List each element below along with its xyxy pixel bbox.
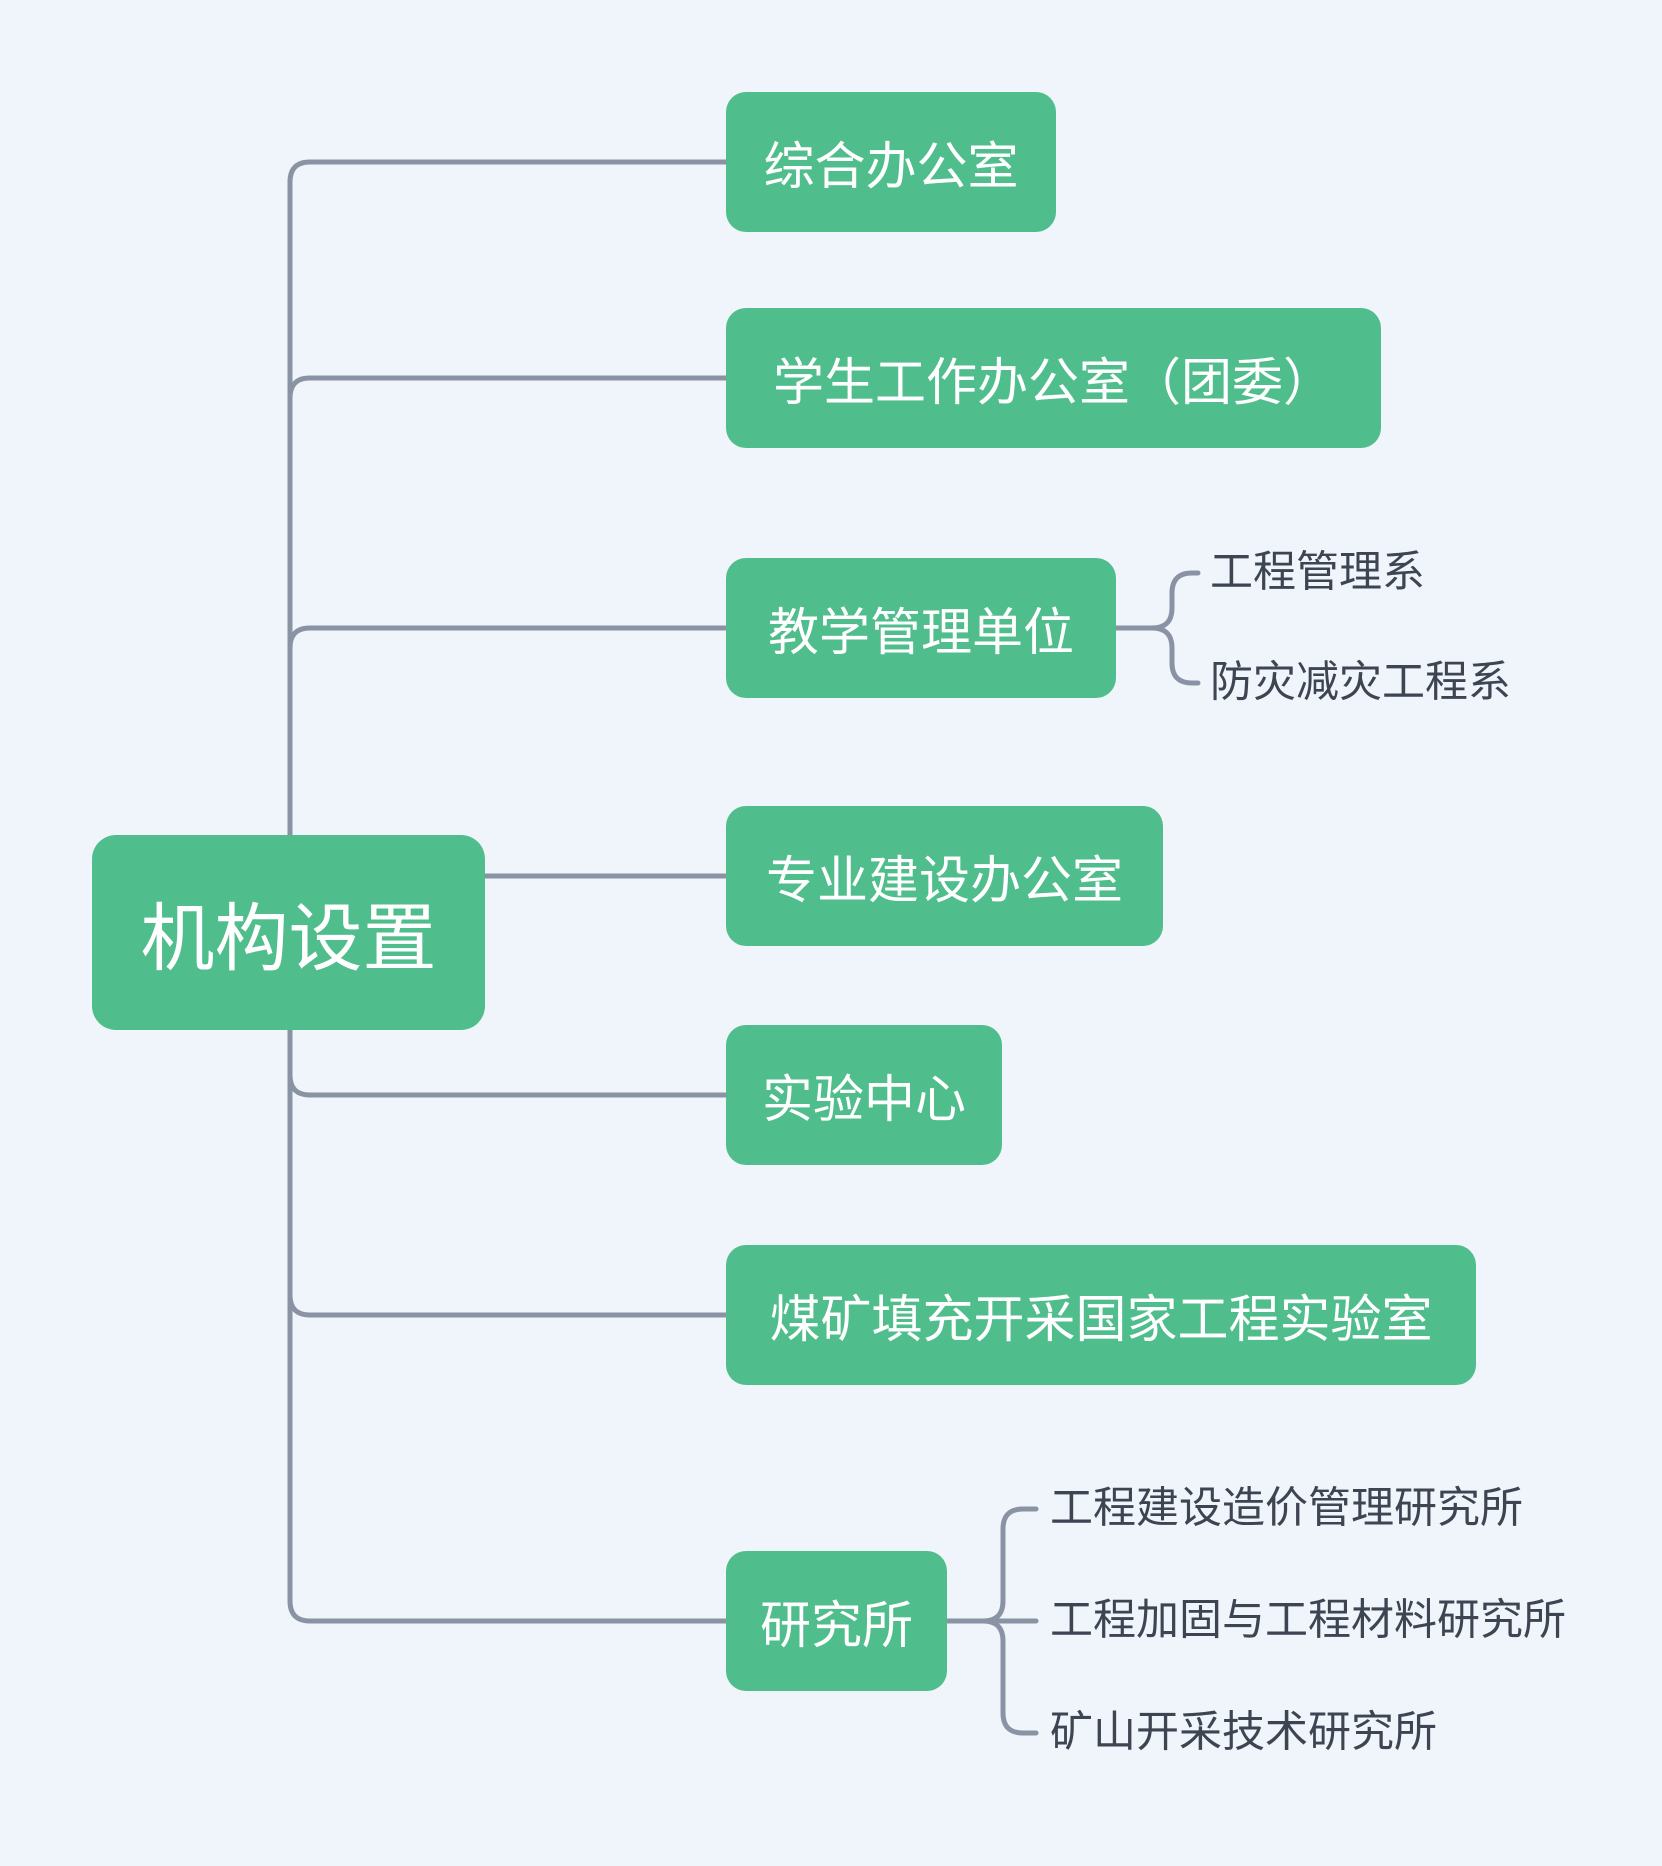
node-student-affairs-office-label: 学生工作办公室（团委） (772, 354, 1334, 411)
node-teaching-management-unit-label: 教学管理单位 (767, 604, 1074, 661)
node-coal-mine-backfill-mining-national-lab[interactable]: 煤矿填充开采国家工程实验室 (726, 1245, 1476, 1385)
subtopic-construction-cost-management-institute[interactable]: 工程建设造价管理研究所 (1050, 1484, 1523, 1533)
node-coal-mine-backfill-mining-national-lab-label: 煤矿填充开采国家工程实验室 (769, 1291, 1433, 1348)
connector-root-to-general-office (287, 159, 729, 838)
node-experiment-center-label: 实验中心 (761, 1071, 966, 1128)
connector-root-to-research-institutes (287, 1027, 729, 1624)
subtopic-engineering-management-dept[interactable]: 工程管理系 (1210, 548, 1425, 597)
root-node-label: 机构设置 (140, 897, 437, 980)
node-research-institutes-label: 研究所 (759, 1597, 913, 1654)
subtopic-disaster-prevention-engineering-dept[interactable]: 防灾减灾工程系 (1210, 658, 1511, 707)
node-major-construction-office[interactable]: 专业建设办公室 (726, 806, 1163, 946)
connector-teaching-to-disaster-prevention-dept (1113, 625, 1201, 686)
subtopic-mining-technology-institute[interactable]: 矿山开采技术研究所 (1050, 1708, 1437, 1757)
node-major-construction-office-label: 专业建设办公室 (765, 852, 1123, 909)
connector-root-to-experiment-center (287, 1027, 729, 1098)
connector-institutes-to-mining-technology (944, 1618, 1039, 1736)
connector-root-to-student-affairs (287, 375, 729, 838)
connector-institutes-to-cost-management (944, 1506, 1039, 1624)
connector-root-to-teaching-management (287, 625, 729, 838)
root-node-organization-setup[interactable]: 机构设置 (92, 835, 485, 1030)
node-experiment-center[interactable]: 实验中心 (726, 1025, 1002, 1165)
node-research-institutes[interactable]: 研究所 (726, 1551, 947, 1691)
node-teaching-management-unit[interactable]: 教学管理单位 (726, 558, 1116, 698)
node-student-affairs-office[interactable]: 学生工作办公室（团委） (726, 308, 1381, 448)
subtopic-engineering-reinforcement-materials-institute[interactable]: 工程加固与工程材料研究所 (1050, 1596, 1566, 1645)
node-general-office-label: 综合办公室 (763, 138, 1019, 195)
connector-teaching-to-engineering-management-dept (1113, 570, 1201, 631)
node-general-office[interactable]: 综合办公室 (726, 92, 1056, 232)
connector-root-to-coal-mine-lab (287, 1027, 729, 1318)
